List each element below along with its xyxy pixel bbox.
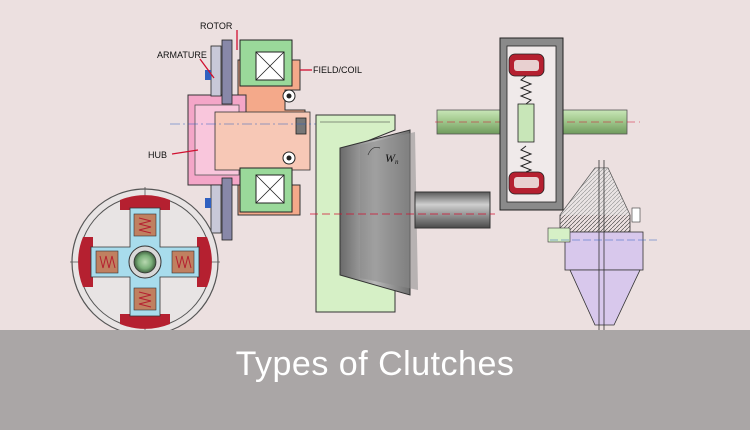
electromagnetic-clutch-diagram [170, 30, 330, 241]
field-coil-label: FIELD/COIL [313, 65, 362, 75]
hub-label: HUB [148, 150, 167, 160]
cone-clutch-diagram [310, 114, 495, 313]
page-title: Types of Clutches [235, 345, 515, 383]
rotor-label: ROTOR [200, 21, 233, 31]
armature-label: ARMATURE [157, 50, 207, 60]
clutch-illustrations: ROTOR ARMATURE FIELD/COIL HUB Wn [70, 21, 660, 337]
plate-clutch-diagram [547, 160, 660, 330]
spring-coupling-diagram [435, 37, 640, 211]
wn-label: Wn [385, 151, 399, 166]
title-banner [0, 330, 750, 430]
centrifugal-clutch-diagram [70, 187, 220, 337]
